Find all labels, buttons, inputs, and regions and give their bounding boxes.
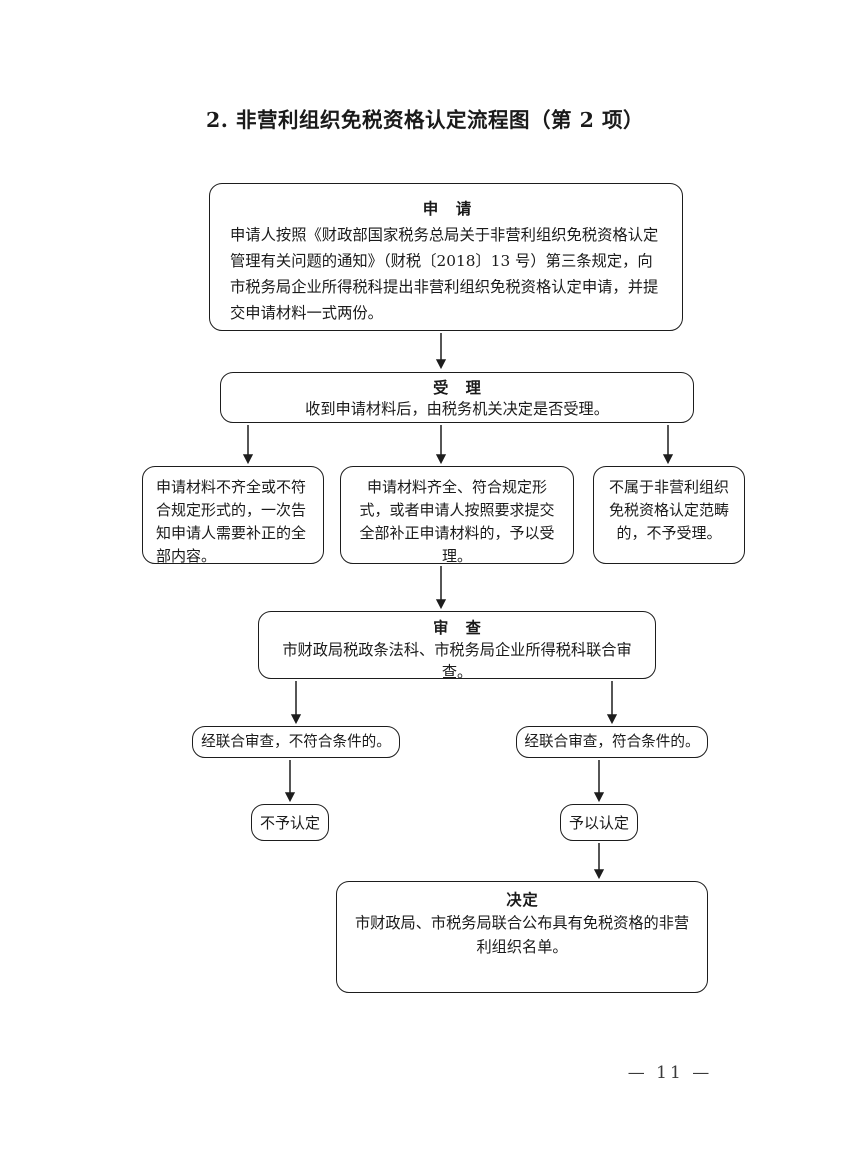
flow-node-not-recognized-body: 不予认定 xyxy=(259,813,320,832)
flow-node-out-of-scope: 不属于非营利组织免税资格认定范畴的，不予受理。 xyxy=(593,466,745,564)
flow-node-incomplete-materials-body: 申请材料不齐全或不符合规定形式的，一次告知申请人需要补正的全部内容。 xyxy=(156,478,307,565)
flow-node-apply-heading: 申 请 xyxy=(422,199,478,218)
flow-node-review-body: 市财政局税政条法科、市税务局企业所得税科联合审查。 xyxy=(282,641,632,681)
page-number-footer: — 11 — xyxy=(627,1063,713,1083)
page-title: 2. 非营利组织免税资格认定流程图（第 2 项） xyxy=(205,108,645,132)
flow-node-decision-heading: 决定 xyxy=(506,891,539,909)
flow-node-condition-met-body: 经联合审查，符合条件的。 xyxy=(524,733,700,750)
flow-node-accept-body: 收到申请材料后，由税务机关决定是否受理。 xyxy=(305,400,609,418)
flow-node-condition-not-met-body: 经联合审查，不符合条件的。 xyxy=(201,733,391,750)
flow-node-not-recognized: 不予认定 xyxy=(251,804,329,841)
flow-node-complete-materials: 申请材料齐全、符合规定形式，或者申请人按照要求提交全部补正申请材料的，予以受理。 xyxy=(340,466,574,565)
flow-node-review: 审 查 市财政局税政条法科、市税务局企业所得税科联合审查。 xyxy=(258,611,656,681)
flow-node-accept-heading: 受 理 xyxy=(433,379,487,397)
flow-node-out-of-scope-body: 不属于非营利组织免税资格认定范畴的，不予受理。 xyxy=(608,478,729,542)
flow-node-condition-not-met: 经联合审查，不符合条件的。 xyxy=(192,726,400,758)
flow-node-recognized-body: 予以认定 xyxy=(568,813,629,832)
flow-node-recognized: 予以认定 xyxy=(560,804,638,841)
flow-node-incomplete-materials: 申请材料不齐全或不符合规定形式的，一次告知申请人需要补正的全部内容。 xyxy=(142,466,324,565)
flow-node-apply-body: 申请人按照《财政部国家税务总局关于非营利组织免税资格认定管理有关问题的通知》（财… xyxy=(230,226,659,322)
flow-node-decision: 决定 市财政局、市税务局联合公布具有免税资格的非营利组织名单。 xyxy=(336,881,708,993)
flow-node-decision-body: 市财政局、市税务局联合公布具有免税资格的非营利组织名单。 xyxy=(354,914,690,956)
flow-node-apply: 申 请 申请人按照《财政部国家税务总局关于非营利组织免税资格认定管理有关问题的通… xyxy=(209,183,683,331)
flow-node-condition-met: 经联合审查，符合条件的。 xyxy=(516,726,708,758)
flow-node-complete-materials-body: 申请材料齐全、符合规定形式，或者申请人按照要求提交全部补正申请材料的，予以受理。 xyxy=(359,478,555,565)
flow-node-review-heading: 审 查 xyxy=(433,619,487,637)
flow-node-accept: 受 理 收到申请材料后，由税务机关决定是否受理。 xyxy=(220,372,694,423)
